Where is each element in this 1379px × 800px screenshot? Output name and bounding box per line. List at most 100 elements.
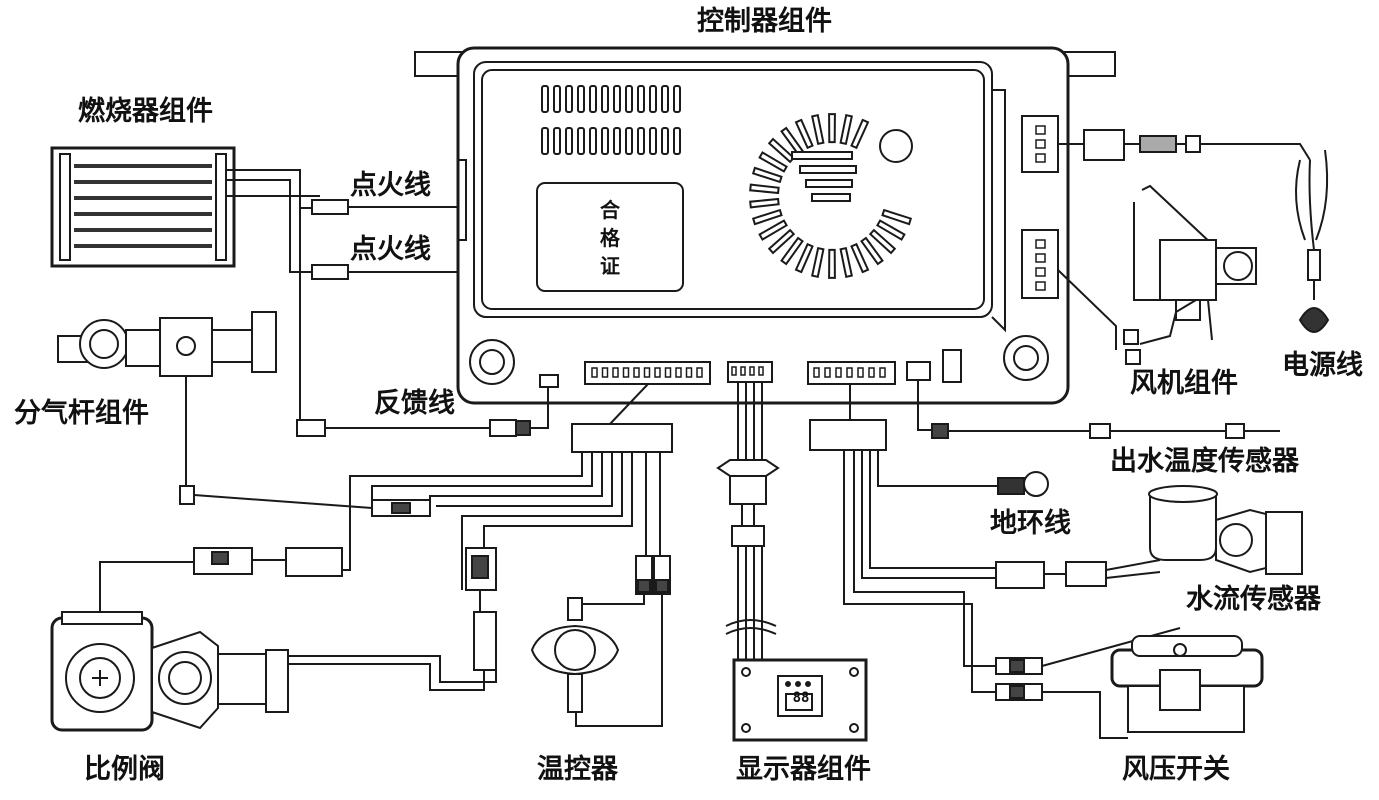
vent-slot	[637, 85, 645, 113]
vent-slot	[673, 85, 681, 113]
vent-slot	[601, 127, 609, 155]
connector-pin	[685, 367, 693, 378]
controller-fan-grille	[749, 113, 913, 279]
label-power-cord: 电源线	[1282, 350, 1363, 381]
connector-pin	[643, 367, 651, 378]
grille-slat	[850, 118, 870, 150]
label-proportional-valve: 比例阀	[84, 754, 165, 785]
right-harness	[809, 380, 1280, 739]
vent-slot	[649, 85, 657, 113]
vent-slot	[577, 85, 585, 113]
label-thermostat: 温控器	[537, 754, 618, 785]
label-fan: 风机组件	[1130, 368, 1238, 399]
label-burner: 燃烧器组件	[78, 96, 213, 127]
grille-slat	[758, 219, 788, 241]
vent-slot	[577, 127, 585, 155]
grille-slat	[839, 114, 853, 145]
connector-pin	[740, 366, 746, 376]
grille-slat	[828, 248, 836, 279]
fan-assembly	[1057, 184, 1257, 365]
grille-slat	[850, 242, 870, 274]
vent-slot	[649, 127, 657, 155]
connector-pin	[731, 366, 737, 376]
certificate-char-2: 格	[600, 226, 620, 250]
vent-slot	[613, 127, 621, 155]
connector-pin	[835, 367, 842, 378]
grille-badge	[879, 129, 913, 163]
grille-slat	[751, 208, 783, 226]
burner-assembly	[50, 146, 342, 273]
connector-pin	[601, 367, 609, 378]
label-feedback: 反馈线	[374, 388, 455, 419]
connector-pin	[622, 367, 630, 378]
power-cord	[1058, 129, 1330, 333]
grille-bar	[805, 179, 853, 188]
grille-slat	[749, 183, 780, 195]
air-pressure-switch	[1110, 635, 1264, 733]
feedback-lead	[296, 180, 549, 437]
grille-slat	[758, 151, 788, 173]
vent-slot	[553, 127, 561, 155]
vent-slot	[625, 85, 633, 113]
label-ground-wire: 地环线	[990, 508, 1071, 539]
controller-vents	[541, 85, 681, 155]
connector-pin	[696, 367, 703, 378]
vent-slot	[601, 85, 609, 113]
label-display: 显示器组件	[736, 754, 871, 785]
connector-pin	[1035, 239, 1046, 249]
connector-pin	[612, 367, 619, 378]
main-harness	[99, 383, 673, 691]
grille-slat	[751, 166, 783, 184]
vent-slot	[637, 127, 645, 155]
connector-pin	[813, 367, 820, 378]
grille-slat	[868, 228, 897, 255]
grille-slat	[811, 247, 825, 278]
grille-slat	[828, 113, 836, 144]
connector-pin	[1035, 281, 1046, 291]
connector-pin	[846, 367, 853, 378]
grille-slat	[876, 219, 906, 241]
connector-pin	[857, 367, 864, 378]
grille-slat	[881, 208, 913, 226]
gas-rod-assembly	[57, 311, 373, 509]
connector-pin	[591, 367, 598, 378]
label-ignition-2: 点火线	[350, 234, 431, 265]
connector-pin	[664, 367, 672, 378]
vent-slot	[661, 127, 669, 155]
connector-pin	[1035, 139, 1046, 149]
label-water-flow-sensor: 水流传感器	[1186, 584, 1321, 615]
vent-slot	[589, 127, 597, 155]
connector-pin	[654, 367, 661, 378]
grille-slat	[794, 118, 814, 150]
vent-slot	[589, 85, 597, 113]
grille-slat	[811, 114, 825, 145]
connector-pin	[1035, 267, 1046, 277]
connector-pin	[749, 366, 755, 376]
certificate-char-1: 合	[600, 198, 620, 222]
grille-bar	[811, 193, 851, 202]
vent-slot	[541, 85, 549, 113]
connector-pin	[879, 367, 886, 378]
ignition-leads	[311, 199, 458, 280]
label-air-pressure-switch: 风压开关	[1122, 754, 1230, 785]
display-readout: 88	[792, 690, 810, 706]
vent-slot	[541, 127, 549, 155]
grille-slat	[794, 242, 814, 274]
grille-slat	[767, 228, 796, 255]
vent-slot	[565, 85, 573, 113]
display-assembly	[716, 382, 868, 742]
vent-slot	[625, 127, 633, 155]
label-gas-rod: 分气杆组件	[14, 398, 149, 429]
label-outlet-temp-sensor: 出水温度传感器	[1110, 446, 1299, 477]
vent-slot	[661, 85, 669, 113]
connector-pin	[1035, 153, 1046, 163]
vent-slot	[673, 127, 681, 155]
water-flow-sensor	[1148, 485, 1303, 575]
connector-pin	[868, 367, 875, 378]
proportional-valve	[50, 611, 289, 732]
controller-box	[414, 46, 1116, 405]
grille-slat	[749, 197, 780, 209]
connector-pin	[1035, 253, 1046, 263]
